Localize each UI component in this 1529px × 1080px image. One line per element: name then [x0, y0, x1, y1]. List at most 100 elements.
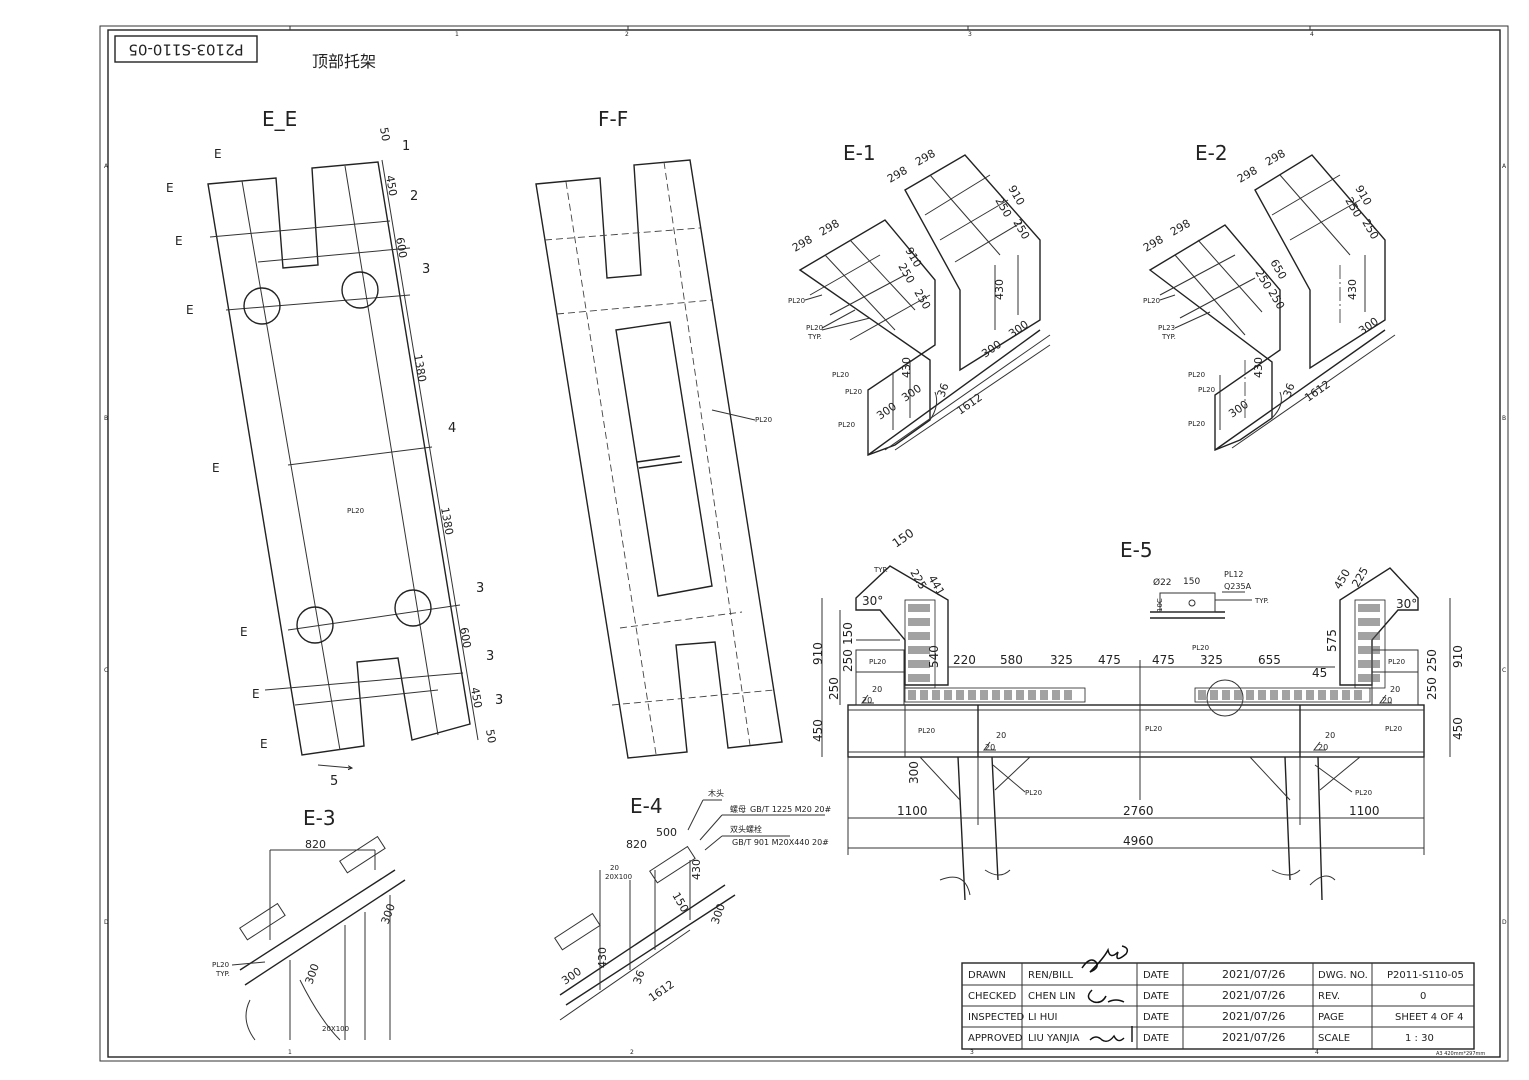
- zone-left-c: C: [104, 667, 108, 674]
- e5-top-325a: 325: [1050, 653, 1073, 667]
- e5-left-250a: 250: [841, 649, 855, 672]
- ee-marker-3a: 3: [422, 262, 430, 277]
- e5-left-450: 450: [811, 719, 825, 742]
- e1-label-pl20d: PL20: [845, 388, 862, 396]
- e2-label-pl20a: PL20: [1143, 297, 1160, 305]
- e1-dim-300b: 300: [1006, 318, 1031, 341]
- tb-role-3: INSPECTED: [968, 1012, 1025, 1023]
- zone-top-1: 1: [455, 31, 459, 38]
- ee-marker-3c: 3: [486, 649, 494, 664]
- e2-label-pl20d: PL20: [1188, 420, 1205, 428]
- e5-detail-dia: Ø22: [1153, 577, 1172, 588]
- zone-right-a: A: [1502, 163, 1507, 170]
- ee-tag-e6: E: [240, 625, 248, 639]
- e2-label-pl20b: PL20: [1188, 371, 1205, 379]
- ee-tag-e5: E: [212, 461, 220, 475]
- e4-dim-20: 20: [610, 864, 619, 872]
- ee-marker-4: 4: [448, 421, 456, 436]
- e5-left-250b: 250: [827, 677, 841, 700]
- e5-right-450: 450: [1451, 717, 1465, 740]
- e4-label-nut-spec: GB/T 1225 M20 20#: [750, 805, 832, 814]
- e1-label-typ: TYP.: [807, 333, 822, 341]
- ee-marker-3b: 3: [476, 581, 484, 596]
- ee-marker-2: 2: [410, 189, 418, 204]
- tb-datelabel-4: DATE: [1143, 1033, 1169, 1044]
- zone-bottom-3: 3: [970, 1049, 974, 1056]
- e5-top-45: 45: [1312, 666, 1327, 680]
- ee-tag-e2: E: [166, 181, 174, 195]
- e4-dim-36: 36: [631, 968, 648, 986]
- e1-dim-298c: 298: [885, 164, 910, 186]
- view-e5-title: E-5: [1120, 538, 1153, 562]
- tb-datelabel-1: DATE: [1143, 970, 1169, 981]
- signature-approved: [1089, 1026, 1133, 1043]
- tb-name-1: REN/BILL: [1028, 970, 1073, 981]
- e5-bottom-1100a: 1100: [897, 804, 928, 818]
- ee-dim-1380b: 1380: [438, 506, 456, 536]
- ee-dim-1380a: 1380: [411, 353, 429, 383]
- e1-label-pl20e: PL20: [838, 421, 855, 429]
- view-e2: E-2 298 298 298 298 910 250 250 650 250 …: [1141, 141, 1396, 452]
- e5-detail-typ: TYP.: [1254, 597, 1269, 605]
- e2-label-typ: TYP.: [1161, 333, 1176, 341]
- view-ff-title: F-F: [598, 107, 628, 131]
- e5-weld-c: 20: [996, 731, 1006, 740]
- e5-bottom-4960: 4960: [1123, 834, 1154, 848]
- title-block: DRAWN REN/BILL DATE 2021/07/26 DWG. NO. …: [961, 945, 1485, 1057]
- view-ee-title: E_E: [262, 107, 297, 131]
- e5-timber-hatch: [904, 599, 1386, 703]
- view-e5: E-5: [811, 526, 1465, 901]
- tb-date-4: 2021/07/26: [1222, 1031, 1285, 1044]
- e3-label-typ: TYP.: [215, 970, 230, 978]
- tb-role-1: DRAWN: [968, 970, 1006, 981]
- e5-top-475b: 475: [1152, 653, 1175, 667]
- ee-dim-50b: 50: [483, 728, 498, 744]
- tb-key-1: DWG. NO.: [1318, 970, 1368, 981]
- zone-left-b: B: [104, 415, 108, 422]
- ee-marker-1: 1: [402, 139, 410, 154]
- ee-dim-50a: 50: [377, 126, 392, 142]
- ee-plate-label: PL20: [347, 507, 364, 515]
- tb-date-3: 2021/07/26: [1222, 1010, 1285, 1023]
- e3-dim-300a: 300: [379, 902, 398, 926]
- drawing-id-box: P2103-S110-05: [114, 35, 258, 63]
- e2-dim-298b: 298: [1168, 217, 1193, 239]
- ee-tag-e1: E: [214, 147, 222, 161]
- e5-pl20-c: PL20: [1145, 725, 1162, 733]
- ee-dim-450a: 450: [383, 174, 399, 197]
- e5-weld-b: 20: [862, 696, 872, 705]
- e5-top-580: 580: [1000, 653, 1023, 667]
- e2-dim-430a: 430: [1346, 279, 1359, 300]
- tb-paper-note: A3 420mm*297mm: [1436, 1051, 1485, 1057]
- e4-dim-500: 500: [656, 826, 677, 839]
- ee-dim-600b: 600: [457, 626, 473, 649]
- e3-dim-820: 820: [305, 838, 326, 851]
- view-e1-title: E-1: [843, 141, 876, 165]
- signature-checked: [1087, 989, 1125, 1004]
- e3-dim-300b: 300: [303, 962, 322, 986]
- tb-date-2: 2021/07/26: [1222, 989, 1285, 1002]
- e5-right-250b: 250: [1425, 677, 1439, 700]
- e1-label-pl20c: PL20: [832, 371, 849, 379]
- zone-left-a: A: [104, 163, 109, 170]
- ff-plate-label: PL20: [755, 416, 772, 424]
- ee-tag-e3: E: [175, 234, 183, 248]
- view-e2-title: E-2: [1195, 141, 1228, 165]
- e1-dim-430a: 430: [993, 279, 1006, 300]
- signature-drawn: [1081, 945, 1129, 973]
- ee-dim-600a: 600: [393, 236, 409, 259]
- tb-value-4: 1 : 30: [1405, 1033, 1434, 1044]
- e2-dim-300b: 300: [1226, 398, 1251, 421]
- e5-weld-f: 20: [1318, 743, 1328, 752]
- e4-dim-430a: 430: [690, 859, 703, 880]
- e2-dim-430b: 430: [1252, 357, 1265, 378]
- e2-dim-298d: 298: [1263, 147, 1288, 169]
- view-e4: E-4 820 500 430 150 300 430 36 1612 300 …: [554, 788, 832, 1021]
- zone-bottom-2: 2: [630, 1049, 634, 1056]
- zone-right-b: B: [1502, 415, 1506, 422]
- zone-bottom-1: 1: [288, 1049, 292, 1056]
- tb-name-4: LIU YANJIA: [1028, 1033, 1080, 1044]
- tb-name-3: LI HUI: [1028, 1012, 1058, 1023]
- e5-label-typ: TYP.: [873, 566, 888, 574]
- e2-dim-300a: 300: [1356, 315, 1381, 338]
